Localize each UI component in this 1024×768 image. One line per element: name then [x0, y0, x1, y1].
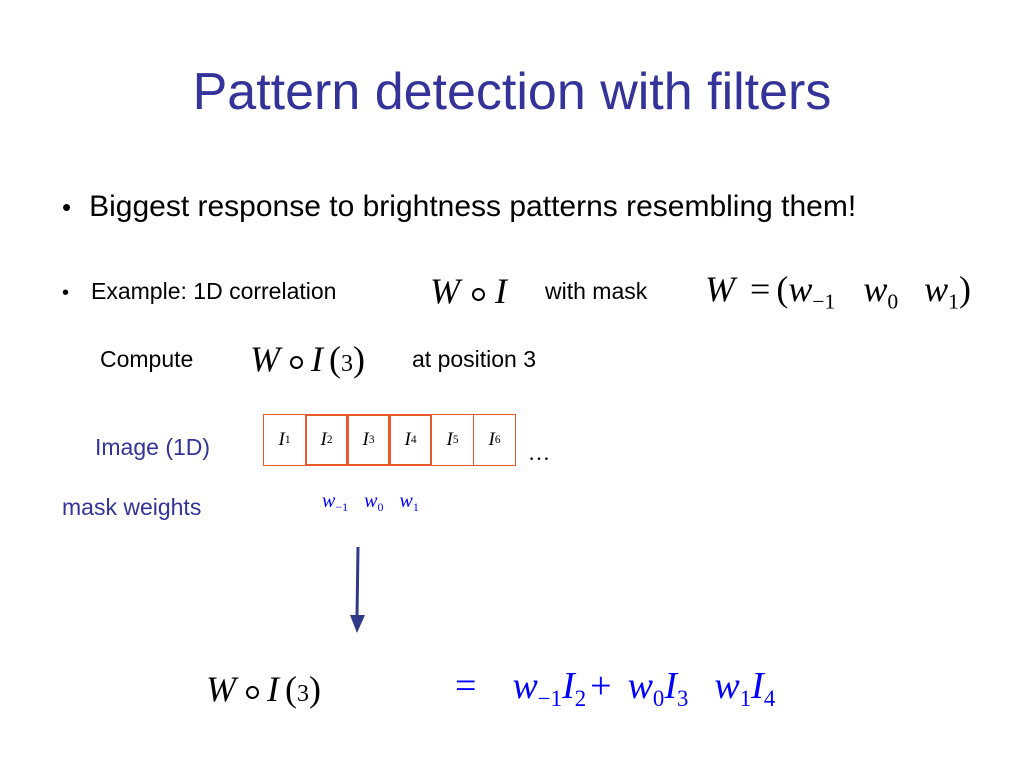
compute-lparen: ( — [329, 339, 341, 379]
mask-lparen: ( — [776, 269, 789, 309]
mask-W: W — [705, 269, 735, 309]
term-w1-I4: w1I4 — [714, 665, 776, 711]
result-equals: = — [455, 665, 477, 707]
bullet-2-prefix: Example: 1D correlation — [91, 278, 337, 304]
result-plus: + — [590, 665, 612, 707]
formula-I: I — [495, 271, 507, 311]
compute-label: Compute — [100, 346, 194, 372]
bullet-1: • Biggest response to brightness patterns… — [62, 190, 856, 224]
result-rparen: ) — [309, 669, 321, 709]
bullet-marker: • — [62, 282, 70, 304]
mask-w-0: w0 — [863, 269, 899, 314]
mask-definition-formula: W =(w−1 w0 w1) — [705, 268, 971, 314]
result-rhs: = w−1I2+ w0I3 w1I4 — [455, 664, 776, 711]
compute-I: I — [311, 339, 323, 379]
compute-arg: 3 — [341, 351, 353, 377]
mask-w-m1: w−1 — [788, 269, 836, 314]
compute-rparen: ) — [353, 339, 365, 379]
bullet-1-text: Biggest response to brightness patterns … — [89, 190, 857, 223]
result-lparen: ( — [285, 669, 297, 709]
term-w-m1-I2: w−1I2 — [512, 665, 587, 711]
mask-weight-list: w−1 w0 w1 — [322, 490, 435, 513]
result-W: W — [206, 669, 236, 709]
ellipsis: … — [528, 440, 550, 465]
bullet-2: • Example: 1D correlation — [62, 278, 336, 305]
image-label: Image (1D) — [95, 434, 211, 460]
mask-weight: w−1 — [322, 490, 349, 515]
result-arg: 3 — [297, 681, 309, 707]
mask-equals: = — [750, 269, 771, 309]
compute-suffix: at position 3 — [412, 346, 537, 372]
correlation-operator-icon — [290, 356, 303, 370]
mask-rparen: ) — [958, 269, 971, 309]
mask-w-1: w1 — [924, 269, 959, 314]
slide-title: Pattern detection with filters — [192, 63, 832, 121]
compute-W: W — [250, 339, 280, 379]
with-mask-text: with mask — [545, 278, 648, 304]
down-arrow-icon — [350, 546, 365, 633]
bullet-marker: • — [62, 192, 72, 222]
correlation-operator-icon — [472, 288, 485, 302]
mask-weight: w1 — [399, 490, 419, 515]
mask-weights-label: mask weights — [62, 494, 202, 520]
term-w0-I3: w0I3 — [627, 665, 689, 711]
correlation-operator-icon — [246, 686, 259, 700]
formula-W: W — [430, 271, 460, 311]
result-I: I — [267, 669, 279, 709]
mask-weight: w0 — [364, 490, 384, 515]
